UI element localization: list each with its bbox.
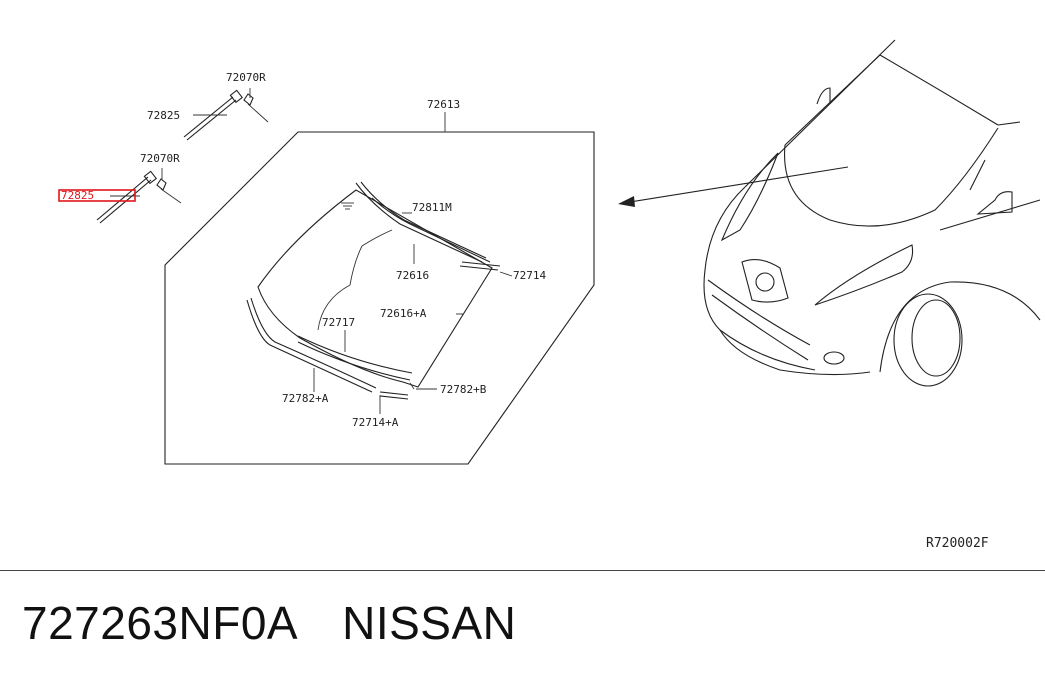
label-molding-top: 72811M	[412, 201, 452, 214]
label-seal-top-right: 72714	[513, 269, 546, 282]
label-seal-bottom-right: 72782+B	[440, 383, 487, 396]
label-clip-r-top: 72070R	[226, 71, 266, 84]
glass-assembly-frame	[164, 131, 595, 465]
label-bar-highlight[interactable]: 72825	[61, 189, 94, 202]
label-bar-top: 72825	[147, 109, 180, 122]
label-seal-bottom-left: 72782+A	[282, 392, 329, 405]
diagram-code: R720002F	[926, 536, 989, 551]
bottom-dam	[297, 335, 413, 381]
footer-title: 727263NF0A NISSAN	[22, 596, 560, 650]
windshield-glass	[257, 189, 493, 388]
lower-moldings	[246, 297, 415, 400]
highlight-box[interactable]	[58, 189, 136, 202]
label-seal-bottom: 72714+A	[352, 416, 399, 429]
label-spacer-top: 72616	[396, 269, 429, 282]
bar-assembly-top	[183, 88, 269, 141]
parts-diagram: 72070R 72825 72070R 72825 72613 72811M 7…	[58, 39, 1041, 551]
footer-divider	[0, 570, 1045, 571]
label-spacer-side: 72616+A	[380, 307, 427, 320]
car-front-illustration	[703, 39, 1041, 387]
callout-arrow	[618, 166, 849, 207]
part-number: 727263NF0A	[22, 597, 299, 649]
brand-name: NISSAN	[342, 597, 517, 649]
top-moldings	[355, 181, 501, 271]
bar-assembly-lower	[96, 168, 182, 224]
label-dam-rubber: 72717	[322, 316, 355, 329]
label-glass-assy: 72613	[427, 98, 460, 111]
label-clip-r-mid: 72070R	[140, 152, 180, 165]
